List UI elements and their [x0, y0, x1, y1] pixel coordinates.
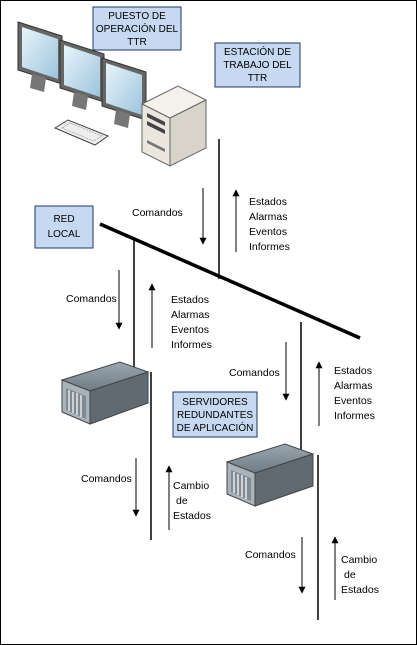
box-line: DE APLICACIÓN: [177, 421, 254, 434]
label-estados-group: Estados Alarmas Eventos Informes: [334, 365, 375, 422]
label-de: de: [344, 569, 356, 581]
tower-pc-icon: [140, 85, 208, 167]
label-estados: Estados: [171, 294, 209, 306]
box-line: REDUNDANTES: [177, 410, 253, 421]
box-line: ESTACIÓN DE: [224, 45, 291, 58]
red-local-line: [99, 222, 361, 340]
box-line: TTR: [127, 37, 146, 48]
label-estados: Estados: [341, 584, 379, 596]
label-informes: Informes: [249, 241, 290, 253]
rack-server-icon: [60, 361, 150, 425]
label-de: de: [176, 495, 188, 507]
box-line: OPERACIÓN DEL: [96, 22, 179, 35]
monitor-icon: [59, 39, 105, 110]
label-estados-group: Estados Alarmas Eventos Informes: [249, 196, 290, 253]
label-informes: Informes: [334, 410, 375, 422]
label-estados: Estados: [173, 510, 211, 522]
box-puesto-operacion: PUESTO DE OPERACIÓN DEL TTR: [92, 6, 182, 51]
box-line: LOCAL: [48, 229, 81, 240]
label-estados: Estados: [249, 196, 287, 208]
label-cambio: Cambio: [341, 554, 377, 566]
label-eventos: Eventos: [334, 395, 372, 407]
label-comandos: Comandos: [245, 549, 296, 561]
label-eventos: Eventos: [249, 226, 287, 238]
box-estacion-trabajo: ESTACIÓN DE TRABAJO DEL TTR: [214, 42, 301, 88]
monitor-icon: [17, 21, 63, 92]
label-cambio-estados-group: Cambio de Estados: [173, 480, 211, 522]
box-line: TRABAJO DEL: [223, 60, 292, 71]
box-line: SERVIDORES: [182, 397, 248, 408]
label-comandos: Comandos: [132, 207, 183, 219]
label-alarmas: Alarmas: [334, 380, 373, 392]
monitor-icon: [101, 57, 147, 128]
box-servidores: SERVIDORES REDUNDANTES DE APLICACIÓN: [172, 391, 258, 438]
keyboard-icon: [53, 119, 110, 146]
label-estados: Estados: [334, 365, 372, 377]
label-comandos: Comandos: [81, 473, 132, 485]
label-comandos: Comandos: [66, 293, 117, 305]
rack-server-icon: [225, 443, 315, 507]
label-comandos: Comandos: [229, 367, 280, 379]
label-informes: Informes: [171, 339, 212, 351]
box-line: RED: [53, 214, 74, 225]
label-cambio: Cambio: [173, 480, 209, 492]
box-line: TTR: [248, 73, 267, 84]
label-alarmas: Alarmas: [249, 211, 288, 223]
label-estados-group: Estados Alarmas Eventos Informes: [171, 294, 212, 351]
label-alarmas: Alarmas: [171, 309, 210, 321]
label-cambio-estados-group: Cambio de Estados: [341, 554, 379, 596]
box-red-local: RED LOCAL: [34, 205, 94, 249]
label-eventos: Eventos: [171, 324, 209, 336]
box-line: PUESTO DE: [108, 11, 166, 22]
